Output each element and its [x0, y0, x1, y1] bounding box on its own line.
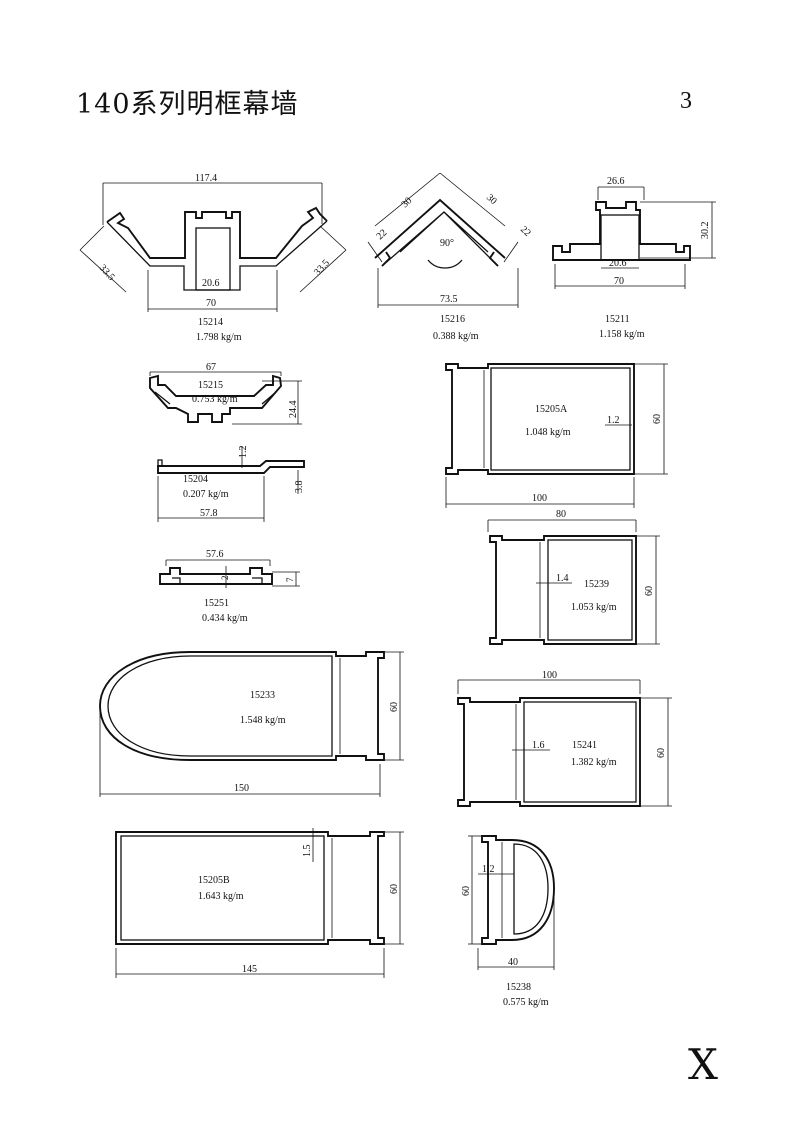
profile-weight: 0.388 kg/m [433, 331, 479, 342]
profile-15241: 100 1.6 60 15241 1.382 kg/m [457, 670, 672, 807]
profile-code: 15239 [584, 579, 609, 590]
dim-label: 117.4 [195, 173, 217, 184]
page-title: 140系列明框幕墙 [76, 89, 299, 120]
dim-label: 2 [220, 576, 230, 581]
dim-label: 1.2 [482, 864, 495, 875]
dim-label: 33.5 [97, 263, 117, 283]
dim-label: 150 [234, 783, 249, 794]
profile-weight: 1.048 kg/m [525, 427, 571, 438]
profile-weight: 0.575 kg/m [503, 997, 549, 1008]
dim-label: 70 [614, 276, 624, 287]
profile-weight: 1.053 kg/m [571, 602, 617, 613]
profile-weight: 0.434 kg/m [202, 613, 248, 624]
profile-code: 15238 [506, 982, 531, 993]
dim-label: 60 [652, 414, 663, 424]
dim-label: 30 [484, 192, 499, 207]
profile-15239: 80 1.4 60 15239 1.053 kg/m [487, 509, 660, 645]
dim-label: 70 [206, 298, 216, 309]
dim-label: 67 [206, 362, 216, 373]
dim-label: 73.5 [440, 294, 458, 305]
dim-label: 60 [644, 586, 655, 596]
dim-label: 1.2 [607, 415, 620, 426]
dim-label: 100 [542, 670, 557, 681]
profile-15205a: 100 1.2 60 15205A 1.048 kg/m [445, 363, 668, 508]
profile-15238: 1.2 60 40 15238 0.575 kg/m [461, 835, 555, 1008]
profile-code: 15205B [198, 875, 230, 886]
profile-15211: 26.6 30.2 20.6 70 15211 1.158 kg/m [552, 176, 716, 340]
dim-label: 57.6 [206, 549, 224, 560]
profile-code: 15215 [198, 380, 223, 391]
dim-label: 1.2 [238, 446, 249, 459]
profile-15251: 57.6 2 7 15251 0.434 kg/m [159, 549, 300, 624]
dim-label: 145 [242, 964, 257, 975]
dim-label: 26.6 [607, 176, 625, 187]
profile-weight: 1.798 kg/m [196, 332, 242, 343]
profile-weight: 1.548 kg/m [240, 715, 286, 726]
dim-label: 57.8 [200, 508, 218, 519]
profile-code: 15211 [605, 314, 630, 325]
profile-weight: 0.207 kg/m [183, 489, 229, 500]
profile-code: 15205A [535, 404, 568, 415]
dim-label: 1.5 [302, 845, 313, 858]
dim-label: 80 [556, 509, 566, 520]
profile-15215: 67 15215 0.753 kg/m 24.4 [149, 362, 302, 425]
dim-label: 7 [285, 577, 295, 582]
profile-weight: 1.643 kg/m [198, 891, 244, 902]
profile-code: 15241 [572, 740, 597, 751]
profile-code: 15216 [440, 314, 465, 325]
profile-weight: 1.382 kg/m [571, 757, 617, 768]
profile-code: 15233 [250, 690, 275, 701]
dim-label: 3.8 [294, 481, 305, 494]
page-number: 3 [680, 88, 692, 114]
dim-label: 33.5 [312, 258, 332, 278]
dim-label: 24.4 [288, 401, 299, 419]
dim-label: 40 [508, 957, 518, 968]
profile-weight: 0.753 kg/m [192, 394, 238, 405]
profile-weight: 1.158 kg/m [599, 329, 645, 340]
dim-label: 22 [375, 227, 390, 242]
dim-label: 90° [440, 238, 454, 249]
dim-label: 1.6 [532, 740, 545, 751]
dim-label: 60 [461, 886, 472, 896]
page-mark: X [688, 1040, 718, 1089]
profile-code: 15251 [204, 598, 229, 609]
dim-label: 1.4 [556, 573, 569, 584]
dim-label: 60 [656, 748, 667, 758]
dim-label: 20.6 [202, 278, 220, 289]
profile-15214: 117.4 33.5 33.5 20.6 70 15214 1.798 kg/m [79, 173, 347, 343]
profile-15204: 1.2 3.8 15204 0.207 kg/m 57.8 [157, 446, 305, 522]
dim-label: 30 [400, 195, 415, 210]
profile-15216: 90° 30 30 22 22 73.5 15216 0.388 kg/m [367, 172, 533, 342]
dim-label: 20.6 [609, 258, 627, 269]
profile-15205b: 1.5 60 145 15205B 1.643 kg/m [115, 828, 404, 978]
dim-label: 30.2 [700, 222, 711, 240]
profile-code: 15214 [198, 317, 223, 328]
dim-label: 60 [389, 884, 400, 894]
dim-label: 100 [532, 493, 547, 504]
dim-label: 60 [389, 702, 400, 712]
profile-code: 15204 [183, 474, 208, 485]
dim-label: 22 [518, 224, 533, 239]
profile-15233: 60 150 15233 1.548 kg/m [99, 651, 404, 797]
